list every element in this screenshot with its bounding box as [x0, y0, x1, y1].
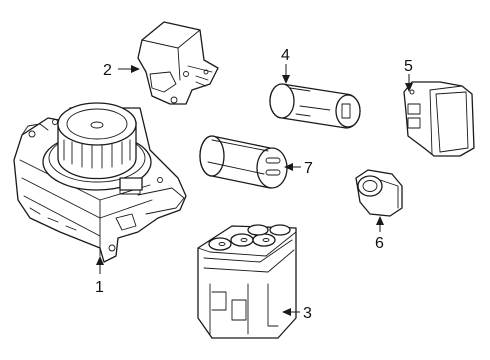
callout-2: 2	[103, 62, 112, 79]
part-6-switch-cap	[355, 169, 403, 217]
part-7-usb-port	[199, 135, 288, 189]
callout-6: 6	[375, 235, 384, 252]
callout-4: 4	[281, 47, 290, 64]
callout-3: 3	[303, 305, 312, 322]
part-1-rotary-controller	[13, 102, 187, 263]
callout-7: 7	[304, 160, 313, 177]
part-2-switch-bracket	[137, 21, 219, 105]
part-3-switch-pack	[197, 224, 297, 339]
part-5-connector	[403, 81, 475, 157]
callout-1: 1	[95, 279, 104, 296]
callout-leaders	[96, 64, 413, 316]
callout-5: 5	[404, 58, 413, 75]
part-4-cylinder-module	[269, 83, 361, 129]
